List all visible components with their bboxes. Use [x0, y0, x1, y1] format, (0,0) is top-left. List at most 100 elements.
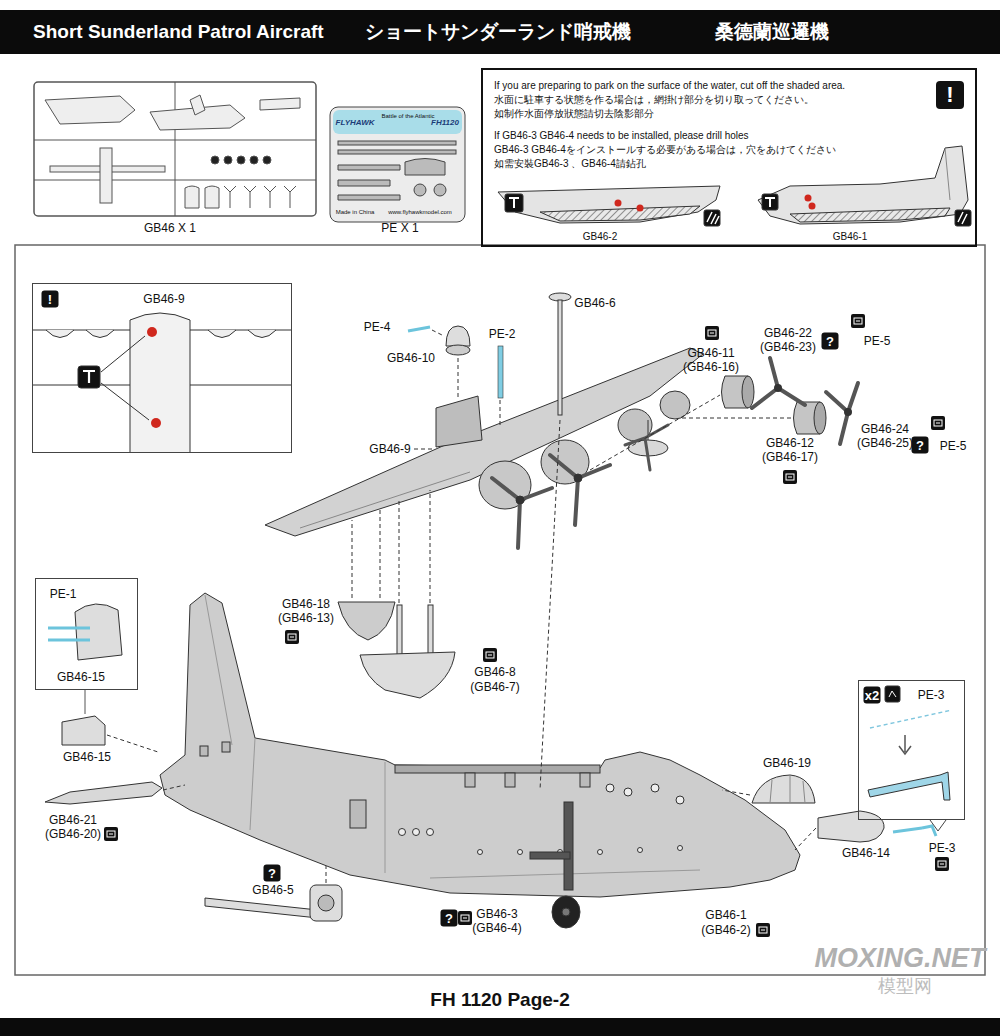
wing-assembly: [300, 472, 470, 528]
hull-part: [205, 595, 232, 745]
sprue-sketch: [34, 82, 316, 216]
wing-assembly: [660, 391, 690, 419]
sprue-sketch: [284, 186, 296, 208]
leader-line: [163, 785, 185, 790]
part-number: GB46-9: [143, 292, 184, 306]
watermark: MOXING.NET: [814, 943, 985, 974]
wing-underside-detail: [208, 330, 236, 338]
part-icon: [705, 326, 719, 340]
detail-inset: x2PE-3: [858, 680, 965, 820]
footer-bar: [0, 1018, 1000, 1036]
caution-panel: If you are preparing to park on the surf…: [481, 68, 977, 247]
turret-part: [446, 326, 470, 346]
leader-line: [430, 490, 431, 603]
hull-part: [598, 850, 603, 855]
part-icon: [935, 857, 949, 871]
pe-3-detail: [889, 691, 896, 697]
hull-outline-small: [509, 198, 519, 208]
pe-1-detail: [48, 627, 90, 630]
part-icon: [931, 416, 945, 430]
hull-outline-small: [958, 212, 967, 224]
sprue-sketch: [250, 156, 258, 164]
part-number: GB46-1: [833, 231, 867, 242]
pe-fret: [338, 180, 390, 186]
watermark: 模型网: [878, 974, 932, 998]
hull-part: [478, 850, 483, 855]
part-number: GB46-11: [687, 346, 734, 360]
sprue-sketch: [224, 186, 236, 208]
hull-part: [160, 593, 800, 897]
sprue-sketch: [237, 156, 245, 164]
wing-underside-detail: [147, 327, 157, 337]
landing-gear-part: [530, 802, 580, 928]
tailplane-part: [45, 782, 162, 804]
wing-assembly: [648, 420, 649, 442]
canopy-part: [770, 776, 805, 803]
hull-part: [200, 746, 208, 756]
hull-outline-small: [809, 203, 816, 210]
pe-1-detail: [85, 690, 86, 714]
page-caption: FH 1120 Page-2: [430, 989, 569, 1011]
leader-line: [795, 828, 816, 850]
sprue-sketch: [185, 186, 199, 208]
detail-inset: PE-1GB46-15: [35, 578, 138, 690]
photo-etch-part: [498, 346, 503, 398]
wing-underside-detail: [248, 330, 276, 338]
float-part: [338, 602, 455, 698]
hull-part: [399, 829, 406, 836]
nose-turret-part: [818, 811, 936, 842]
part-icon: [458, 911, 472, 925]
sprue-sketch: [34, 180, 316, 181]
tail-turret-part: [62, 716, 105, 745]
note-text: If you are preparing to park on the surf…: [494, 79, 925, 93]
hull-part: [395, 765, 600, 773]
part-number: GB46-18: [282, 597, 330, 611]
hull-part: [580, 773, 590, 787]
leader-line: [432, 330, 444, 336]
pe-3-detail: [885, 686, 900, 702]
part-number: PE-3: [918, 688, 945, 702]
part-number: GB46-22: [764, 326, 812, 340]
note-text: 如需安裝GB46-3 、GB46-4請鉆孔: [494, 157, 925, 171]
hull-part: [160, 593, 800, 897]
detail-inset: GB46-9: [32, 283, 292, 453]
hull-outline-small: [637, 205, 644, 212]
sprue-sketch: [34, 82, 316, 216]
wing-assembly: [492, 478, 552, 548]
note-text: 水面に駐車する状態を作る場合は，網掛け部分を切り取ってください。: [494, 93, 925, 107]
beaching-gear-part: [205, 898, 318, 918]
part-number: PE-5: [864, 334, 891, 348]
part-number: GB46-9: [369, 442, 410, 456]
propeller-part: [826, 383, 858, 444]
part-icon: [104, 827, 118, 841]
hull-part: [350, 800, 366, 828]
leader-line: [414, 449, 432, 450]
leader-line: [352, 520, 353, 598]
pe-1-detail: [48, 639, 90, 642]
leader-line: [399, 500, 400, 603]
wing-underside-detail: [130, 313, 190, 452]
hull-part: [427, 829, 434, 836]
hull-part: [465, 773, 475, 787]
assembly-frame: [15, 245, 985, 975]
part-number: (GB46-7): [470, 680, 519, 694]
option-icon: ?: [264, 865, 281, 882]
pe-3-detail: [930, 820, 946, 831]
hull-outline-small: [498, 186, 720, 223]
part-number: PE-3: [929, 841, 956, 855]
fret-text: www.flyhawkmodel.com: [388, 209, 452, 215]
note-text: GB46-3 GB46-4をインストールする必要がある場合は，穴をあけてください: [494, 143, 925, 157]
leader-line: [107, 735, 158, 752]
hull-outline-small: [765, 198, 775, 207]
wing-assembly: [265, 348, 703, 548]
part-number: GB46-15: [57, 670, 105, 684]
float-part: [338, 602, 395, 640]
part-number: GB46-15: [63, 750, 111, 764]
part-number: GB46-3: [476, 907, 517, 921]
hull-outline-small: [762, 194, 778, 210]
leader-line: [500, 400, 501, 428]
sprue-sketch: [244, 186, 256, 208]
hull-part: [385, 762, 386, 873]
landing-gear-part: [562, 908, 570, 916]
